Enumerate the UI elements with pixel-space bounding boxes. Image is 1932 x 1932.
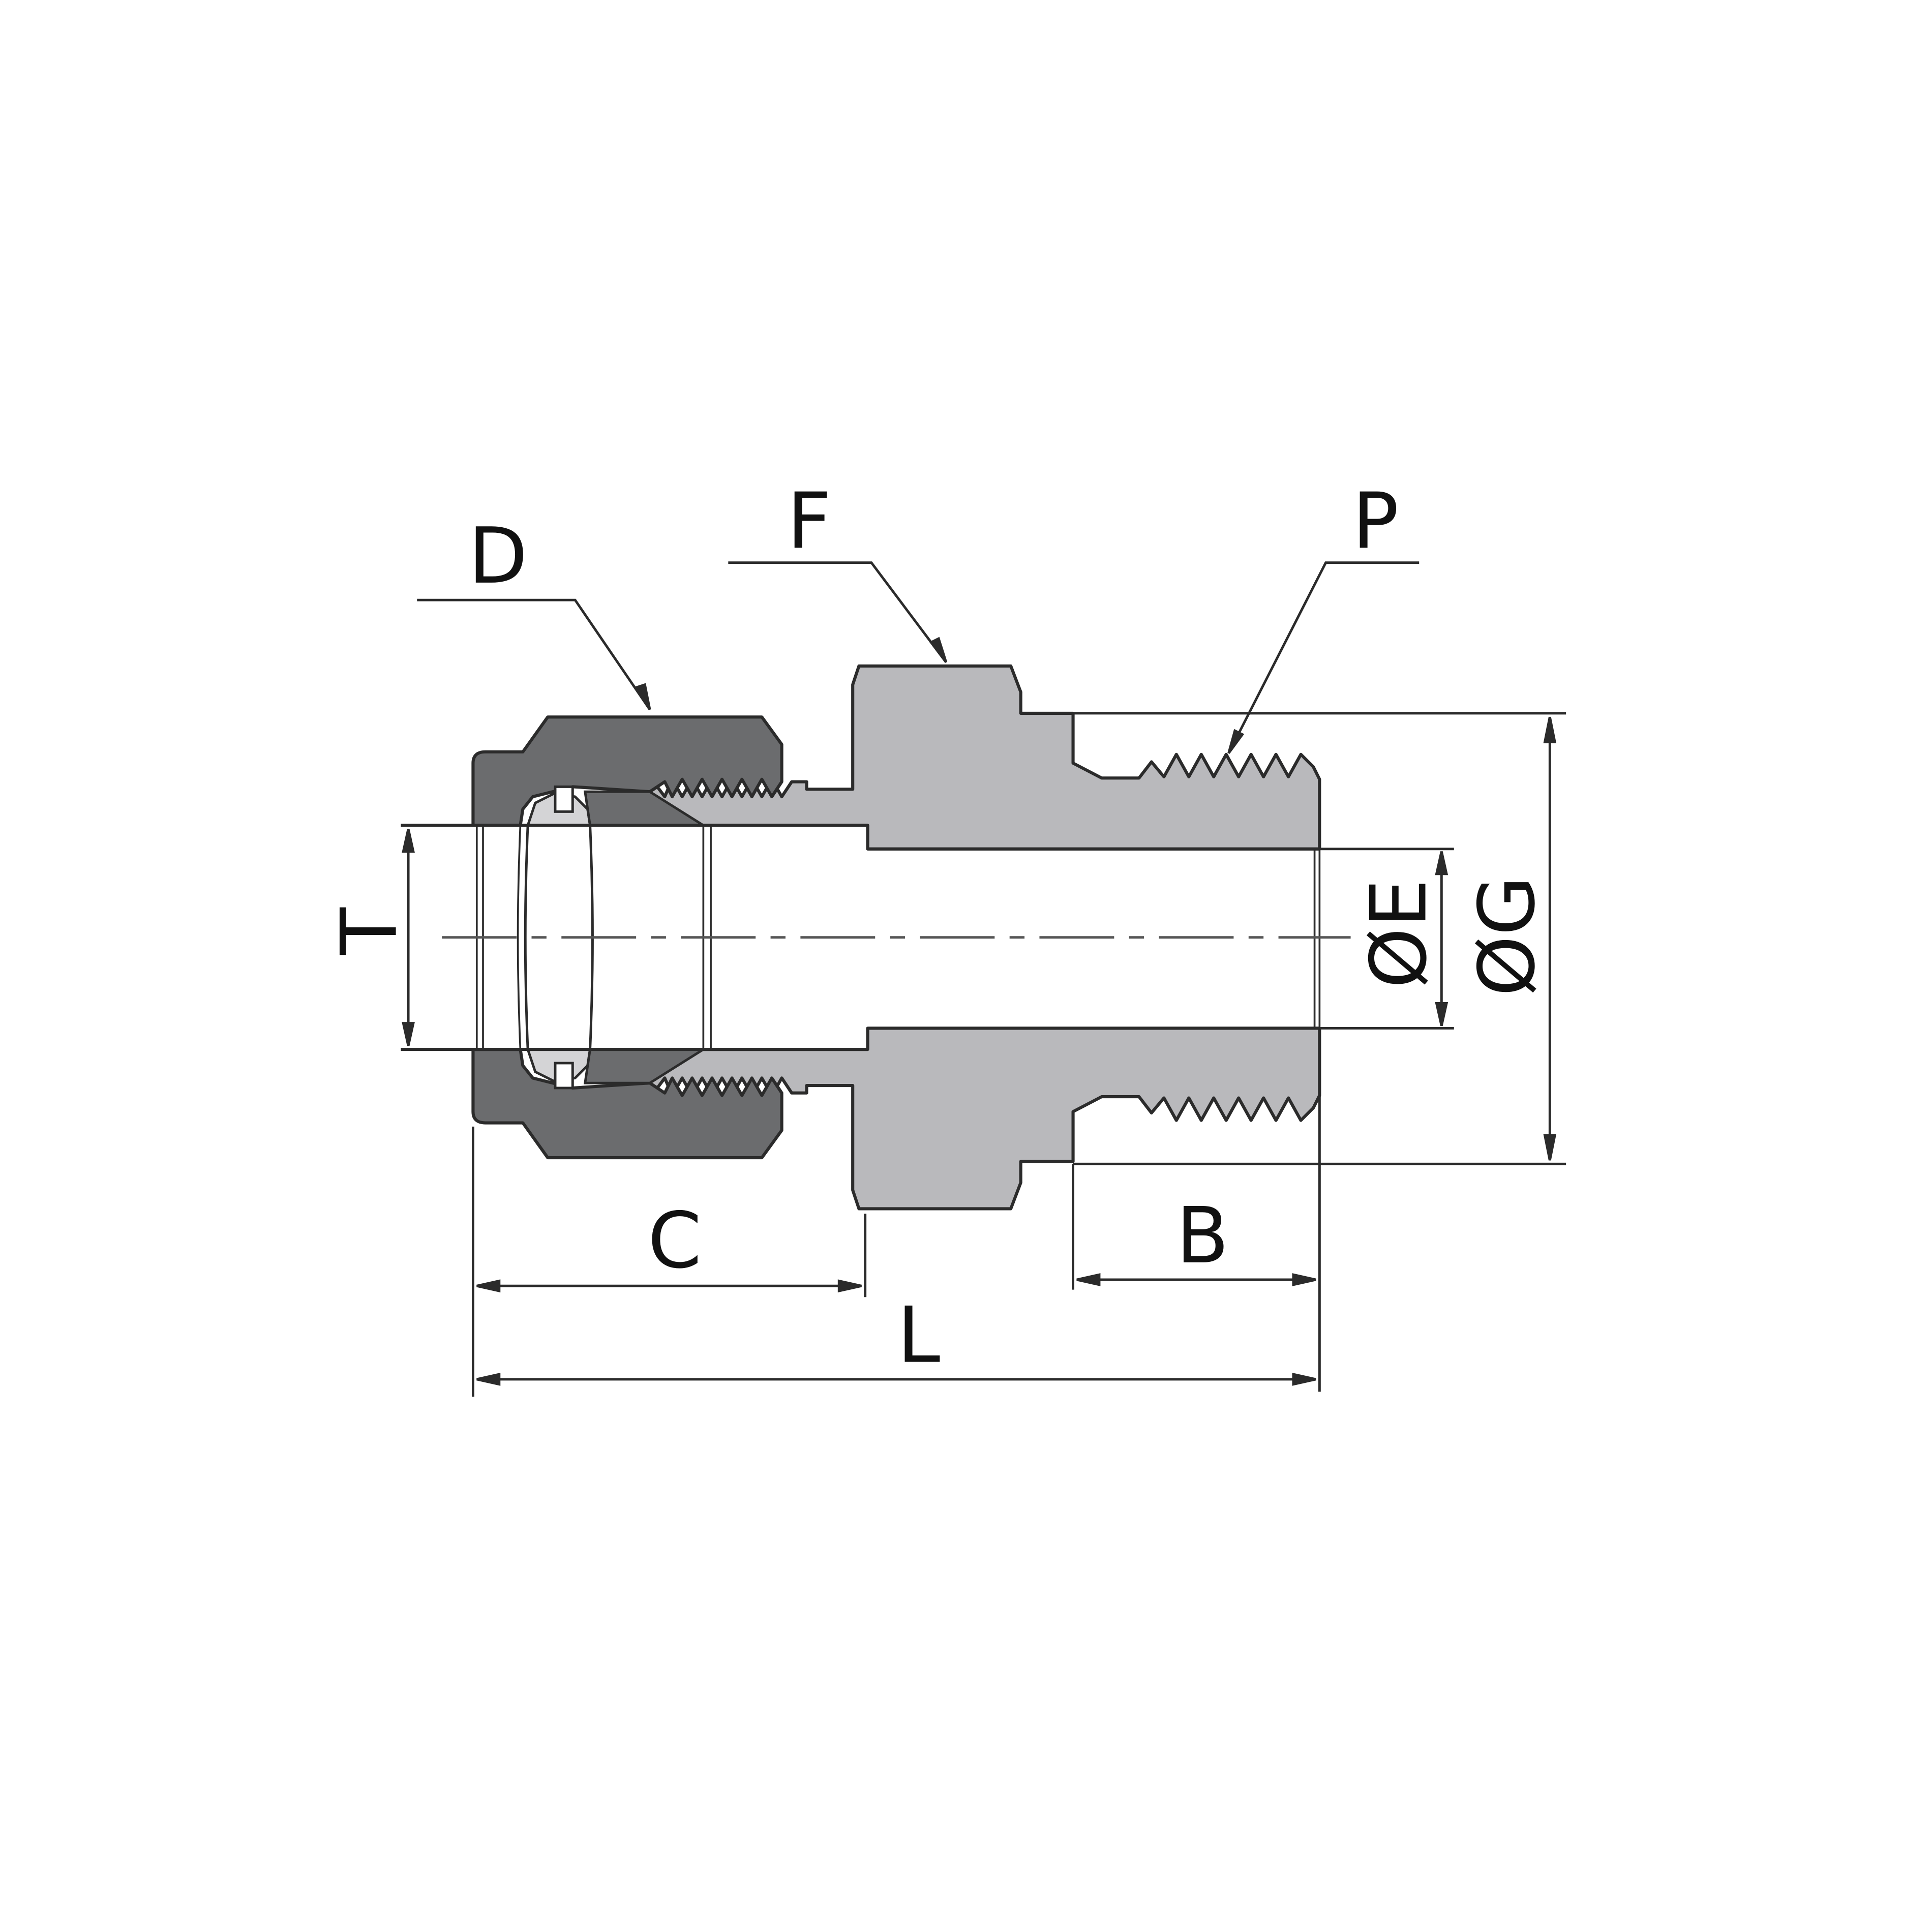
dimension-label-t: T (324, 907, 414, 955)
dimension-lines (402, 712, 1566, 1397)
dimension-label-g: ØG (1462, 876, 1552, 997)
callout-leaders (417, 561, 1420, 754)
callout-label-p: P (1352, 476, 1399, 566)
callout-label-f: F (787, 476, 831, 566)
dimension-label-l: L (897, 1290, 941, 1380)
ferrules (526, 785, 708, 1090)
nut-part (471, 715, 783, 1160)
dimension-label-e: ØE (1353, 879, 1443, 988)
dimension-label-c: C (648, 1196, 702, 1286)
tube-lines (401, 824, 1321, 1051)
dimension-label-b: B (1176, 1191, 1229, 1281)
callout-label-d: D (468, 511, 528, 601)
